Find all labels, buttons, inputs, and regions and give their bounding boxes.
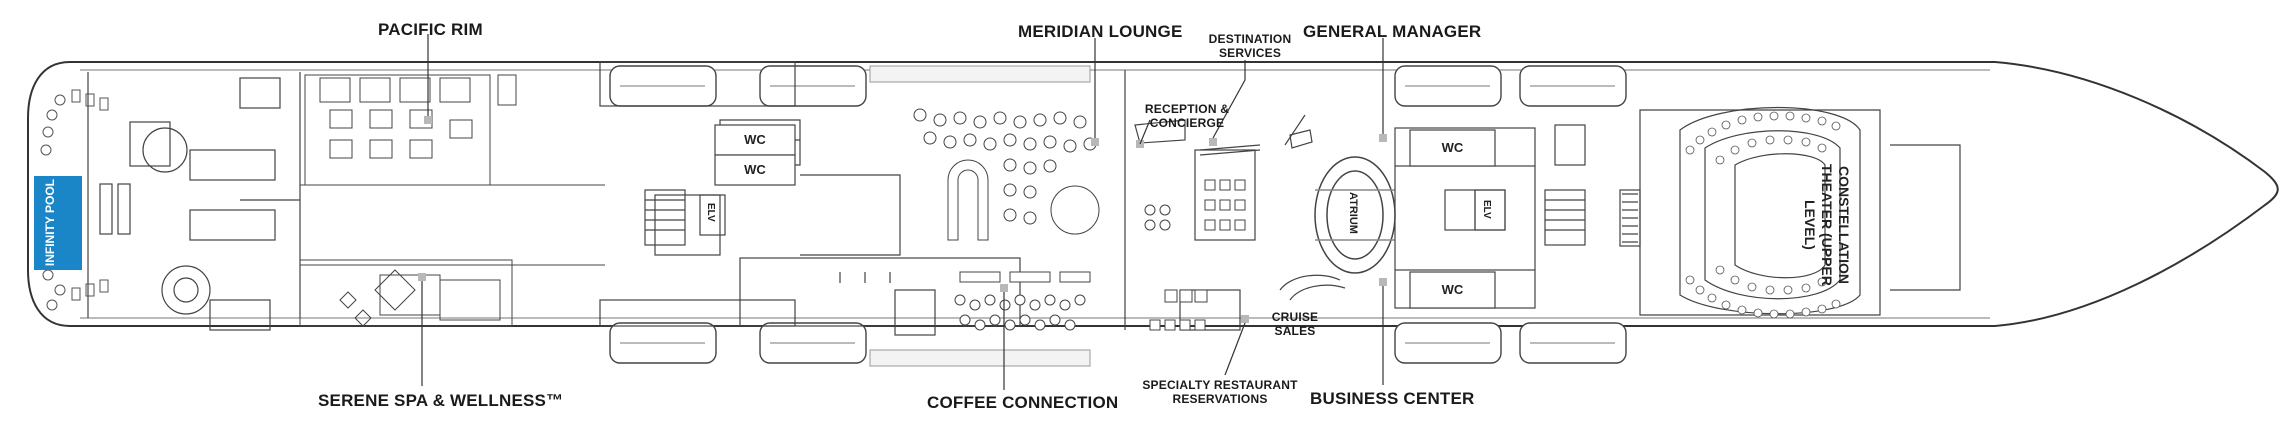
reception-area — [1124, 70, 1313, 331]
label-pacific-rim[interactable]: PACIFIC RIM — [378, 20, 483, 39]
label-specialty-restaurant[interactable]: SPECIALTY RESTAURANT RESERVATIONS — [1142, 378, 1298, 406]
meridian-lounge-seating — [913, 108, 1100, 241]
label-general-manager[interactable]: GENERAL MANAGER — [1303, 22, 1482, 41]
label-cruise-sales[interactable]: CRUISE SALES — [1271, 310, 1319, 338]
reception-seating — [1144, 179, 1246, 331]
ship-hull — [27, 61, 2279, 327]
label-wc-2: WC — [744, 162, 766, 177]
promenade — [869, 65, 1091, 367]
label-constellation-theater[interactable]: CONSTELLATION THEATER (UPPER LEVEL) — [1802, 164, 1852, 286]
lifeboat-lines — [620, 85, 1615, 344]
cruise-sales-desk — [1279, 274, 1346, 301]
label-serene-spa[interactable]: SERENE SPA & WELLNESS™ — [318, 391, 564, 410]
leader-lines — [421, 34, 1384, 390]
label-wc-4: WC — [1441, 282, 1464, 297]
infinity-pool[interactable]: INFINITY POOL — [34, 176, 82, 270]
label-meridian-lounge[interactable]: MERIDIAN LOUNGE — [1018, 22, 1183, 41]
label-coffee-connection[interactable]: COFFEE CONNECTION — [927, 393, 1119, 412]
label-atrium[interactable]: ATRIUM — [1347, 192, 1359, 234]
label-wc-3: WC — [1441, 140, 1464, 155]
label-wc-1: WC — [744, 132, 766, 147]
pacific-rim-area — [299, 74, 605, 327]
label-reception-concierge[interactable]: RECEPTION & CONCIERGE — [1144, 102, 1230, 130]
wc-rooms — [714, 124, 1496, 309]
spa-area — [339, 269, 501, 327]
constellation-theater — [1619, 107, 1961, 316]
theater-seat-dots — [1685, 111, 1841, 319]
label-elv-aft: ELV — [705, 203, 716, 222]
label-infinity-pool: INFINITY POOL — [43, 179, 57, 267]
label-elv-fwd: ELV — [1481, 200, 1492, 219]
coffee-connection-seating — [954, 271, 1091, 331]
label-business-center[interactable]: BUSINESS CENTER — [1310, 389, 1475, 408]
aft-deck — [87, 72, 301, 331]
label-destination-services[interactable]: DESTINATION SERVICES — [1208, 32, 1292, 60]
